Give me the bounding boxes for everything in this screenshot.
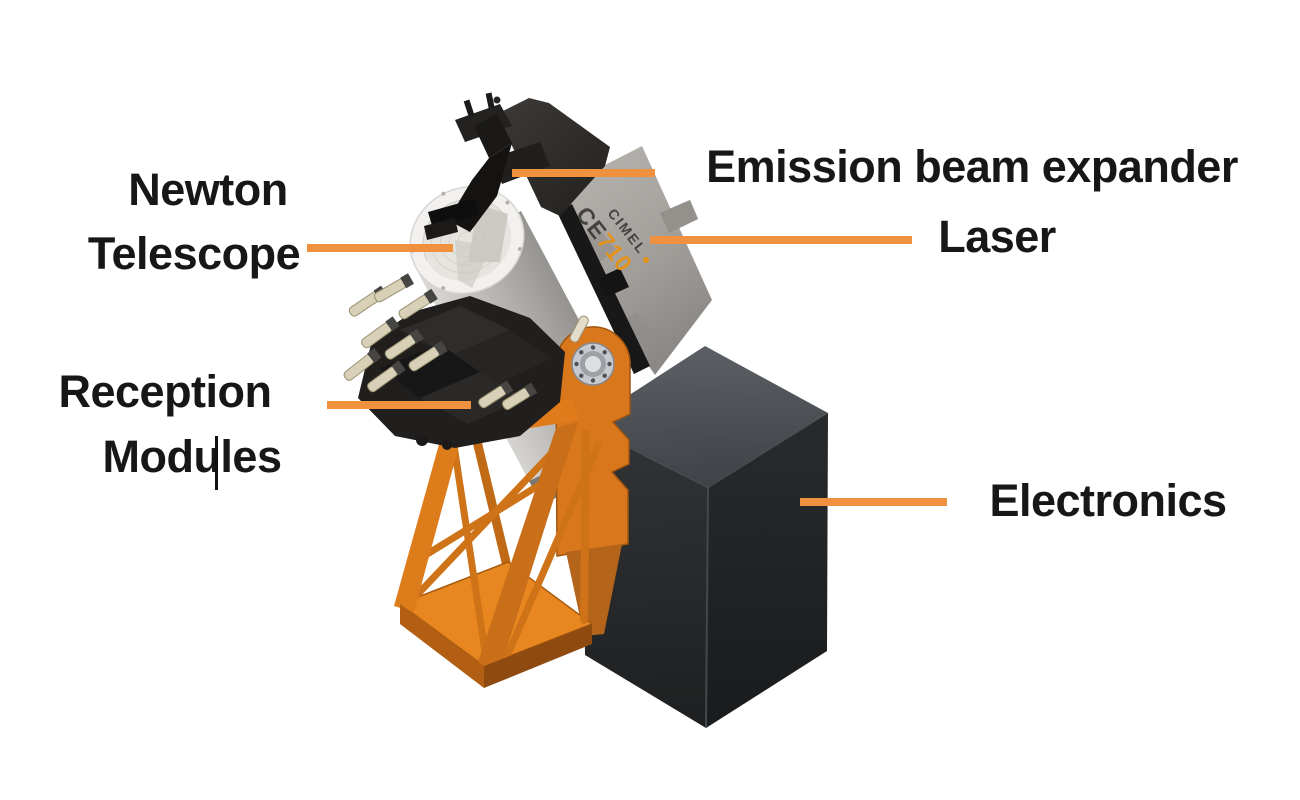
label-newton: Newton — [128, 164, 288, 215]
label-reception: Reception — [58, 366, 272, 417]
trunnion-bearing — [571, 342, 615, 386]
label-electronics: Electronics — [989, 475, 1227, 526]
label-modules: Modules — [102, 431, 282, 482]
electronics-top-face — [583, 346, 828, 488]
leader-line-electronics — [800, 498, 947, 506]
reception-modules-cluster — [343, 273, 589, 450]
laser-unit — [560, 146, 712, 375]
mount-left-leg — [394, 405, 470, 612]
electronics-box — [583, 346, 828, 728]
leader-line-reception-modules — [327, 401, 471, 409]
label-emission-beam-expander: Emission beam expander — [706, 141, 1238, 192]
text-caret — [215, 436, 218, 490]
secondary-mirror-assembly — [424, 114, 512, 240]
mount-base-skirt-right — [484, 624, 592, 688]
seam-bracket — [598, 268, 629, 297]
leader-line-emission-beam-expander — [512, 169, 655, 177]
electronics-right-face — [706, 413, 828, 728]
mount-base-skirt-left — [400, 604, 484, 688]
aperture-cone-shadow — [455, 240, 492, 288]
mount-right-leg — [476, 422, 578, 676]
mount-braces — [412, 428, 602, 672]
label-telescope: Telescope — [87, 228, 301, 279]
leader-line-laser — [650, 236, 912, 244]
laser-head-cover — [497, 98, 610, 216]
label-laser: Laser — [938, 211, 1056, 262]
mount-rear-leg — [566, 544, 622, 636]
reception-tubes — [343, 273, 589, 410]
leader-line-newton-telescope — [307, 244, 453, 252]
